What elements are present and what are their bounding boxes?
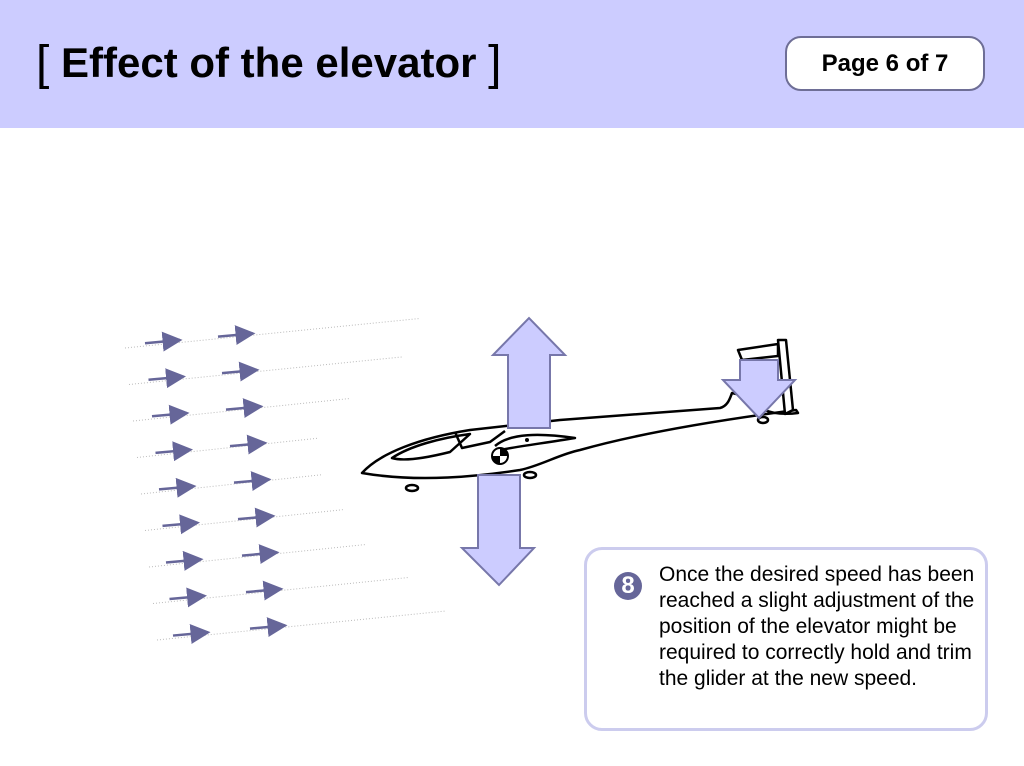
lift-arrow-up [490, 316, 568, 429]
bracket-open: [ [36, 37, 50, 90]
airflow-streamline [136, 437, 319, 458]
airflow-streamline [148, 543, 367, 568]
airflow-arrow-icon [241, 544, 280, 565]
page-indicator: Page 6 of 7 [785, 36, 985, 91]
bracket-close: ] [488, 37, 502, 90]
airflow-arrow-icon [221, 361, 260, 382]
airflow-arrow-icon [217, 325, 256, 346]
glider-diagram [124, 316, 800, 644]
airflow-arrow-icon [151, 404, 190, 425]
tail-force-arrow-down [720, 359, 798, 420]
page-title: [ Effect of the elevator ] [36, 34, 502, 90]
header-band: [ Effect of the elevator ] Page 6 of 7 [0, 0, 1024, 128]
airflow-streamline [156, 610, 447, 641]
airflow-arrow-icon [172, 624, 211, 644]
airflow-arrow-icon [225, 398, 264, 419]
airflow-arrow-icon [144, 331, 183, 352]
airflow-arrow-icon [155, 441, 193, 462]
weight-arrow-down [459, 474, 537, 587]
step-number-badge: 8 [614, 572, 642, 600]
airflow-arrow-icon [229, 434, 268, 455]
airflow-arrow-icon [148, 368, 186, 389]
airflow-arrow-icon [245, 580, 284, 601]
airflow-arrow-icon [233, 471, 272, 492]
airflow-arrow-icon [158, 477, 197, 498]
airflow-lines [124, 317, 447, 644]
airflow-arrow-icon [237, 507, 276, 528]
airflow-streamline [152, 577, 409, 604]
explanation-text: Once the desired speed has been reached … [659, 563, 975, 690]
airflow-streamline [124, 317, 421, 349]
title-text: Effect of the elevator [61, 39, 477, 86]
airflow-arrow-icon [169, 587, 207, 608]
airflow-arrow-icon [249, 617, 288, 638]
airflow-arrow-icon [162, 514, 200, 535]
airflow-streamline [128, 356, 403, 385]
airflow-streamline [132, 397, 351, 422]
glider-icon [360, 338, 800, 493]
airflow-streamline [144, 509, 344, 531]
airflow-streamline [140, 474, 323, 495]
explanation-box: 8 Once the desired speed has been reache… [584, 547, 988, 731]
airflow-arrow-icon [165, 550, 204, 571]
